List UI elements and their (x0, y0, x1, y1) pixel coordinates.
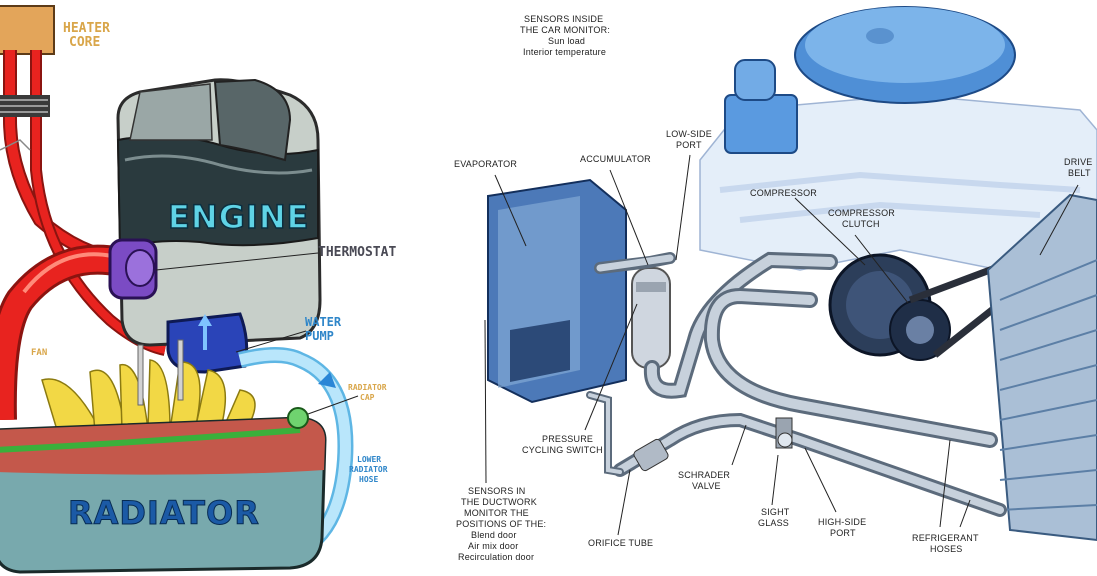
cooling-illustration (0, 5, 359, 574)
thermostat-label: THERMOSTAT (318, 245, 397, 260)
radiator-label: RADIATOR (68, 494, 260, 533)
orifice-tube-label: ORIFICE TUBE (588, 538, 654, 548)
heater-hose-left (3, 50, 126, 267)
engine-label: ENGINE (167, 197, 310, 237)
ac-illustration (484, 6, 1097, 542)
sensors-duct-label: SENSORS IN THE DUCTWORK MONITOR THE POSI… (456, 486, 547, 562)
ac-system-diagram: SENSORS INSIDE THE CAR MONITOR: Sun load… (440, 0, 1097, 576)
sight-glass (777, 432, 793, 448)
fan-label: FAN (31, 348, 48, 358)
compressor-label: COMPRESSOR (750, 188, 818, 198)
pressure-cycling-switch-label: PRESSURE CYCLING SWITCH (522, 434, 603, 455)
radiator-cap (287, 407, 309, 429)
orifice-tube-fitting (633, 438, 669, 472)
water-pump (166, 312, 249, 374)
evaporator-label: EVAPORATOR (454, 159, 518, 169)
sensors-car-label: SENSORS INSIDE THE CAR MONITOR: Sun load… (520, 14, 611, 57)
lower-radiator-hose-label: LOWER RADIATOR HOSE (349, 455, 388, 484)
heater-core-block (0, 5, 55, 55)
condenser (986, 193, 1097, 542)
accumulator-label: ACCUMULATOR (580, 154, 651, 164)
